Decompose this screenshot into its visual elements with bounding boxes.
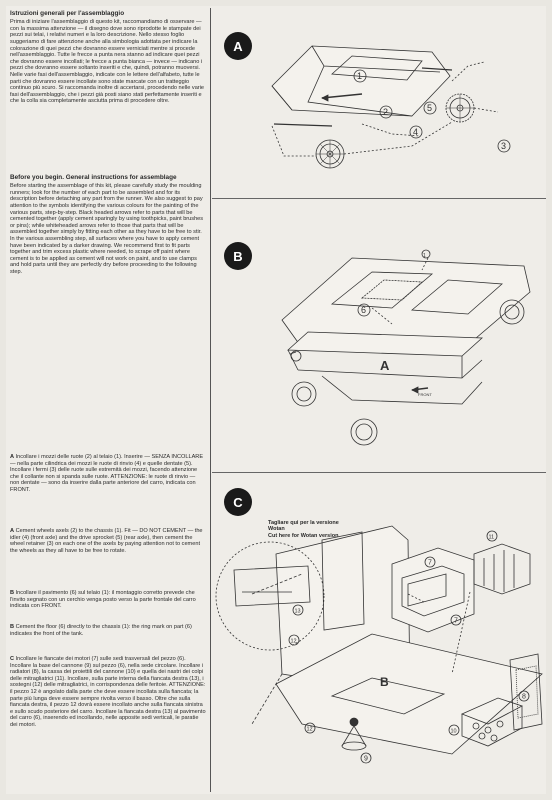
figure-column: A [212, 6, 546, 794]
step-a-en-body: Cement wheels axels (2) to the chassis (… [10, 528, 203, 554]
fig-a-label-3: 3 [501, 141, 506, 151]
english-general-section: Before you begin. General instructions f… [10, 174, 206, 278]
fig-b-label-6: 6 [361, 305, 366, 315]
instruction-page: Istruzioni generali per l'assemblaggio P… [6, 6, 546, 794]
figure-b-drawing: 1 6 A FRONT [281, 249, 531, 446]
fig-c-label-8: 8 [522, 694, 526, 701]
step-b-english: B Cement the floor (6) directly to the c… [10, 624, 206, 639]
step-b-en-letter: B [10, 624, 15, 630]
fig-b-label-1: 1 [423, 253, 426, 259]
fig-c-label-12a: 12 [307, 727, 313, 733]
figure-a-drawing: 1 2 3 4 5 [271, 45, 511, 169]
step-a-italian: A Incollare i mozzi delle ruote (2) al t… [10, 454, 206, 496]
fig-c-label-b: B [380, 675, 389, 689]
fig-a-label-2: 2 [383, 107, 388, 117]
step-c-italian: C Incollare le fiancate dei motori (7) s… [10, 656, 206, 731]
fig-b-label-a: A [380, 358, 390, 373]
step-b-it-body: Incollare il pavimento (6) sul telaio (1… [10, 590, 196, 610]
english-general-body: Before starting the assemblage of this k… [10, 183, 204, 275]
italian-general-title: Istruzioni generali per l'assemblaggio [10, 10, 125, 17]
fig-a-label-4: 4 [413, 127, 418, 137]
fig-c-label-12b: 12 [291, 639, 297, 645]
step-c-it-body: Incollare le fiancate dei motori (7) sul… [10, 656, 206, 728]
wotan-note-en: Cut here for Wotan version [268, 532, 339, 539]
step-a-it-body: Incollare i mozzi delle ruote (2) al tel… [10, 454, 204, 493]
italian-general-section: Istruzioni generali per l'assemblaggio P… [10, 10, 206, 107]
step-a-en-letter: A [10, 528, 15, 534]
step-a-english: A Cement wheels axels (2) to the chassis… [10, 528, 206, 556]
step-b-badge: B [224, 242, 252, 270]
wotan-cut-note: Tagliare qui per la versione Wotan Cut h… [268, 520, 348, 539]
fig-a-label-1: 1 [357, 71, 362, 81]
figure-b-divider [212, 472, 546, 473]
step-a-badge: A [224, 32, 252, 60]
figure-c-drawing: 7 7 8 9 10 11 12 12 13 B [215, 525, 543, 764]
text-column: Istruzioni generali per l'assemblaggio P… [10, 6, 206, 794]
fig-c-label-7b: 7 [454, 618, 458, 625]
step-b-italian: B Incollare il pavimento (6) sul telaio … [10, 590, 206, 612]
fig-c-label-7a: 7 [428, 560, 432, 567]
step-c-it-letter: C [10, 656, 15, 662]
column-divider [210, 8, 211, 792]
fig-c-label-10: 10 [451, 729, 457, 735]
step-a-it-letter: A [10, 454, 15, 460]
fig-c-label-9: 9 [364, 756, 368, 763]
step-c-badge: C [224, 488, 252, 516]
figure-a-divider [212, 198, 546, 199]
english-general-title: Before you begin. General instructions f… [10, 174, 177, 181]
fig-c-label-13: 13 [295, 609, 301, 615]
fig-a-label-5: 5 [427, 103, 432, 113]
wotan-note-it: Tagliare qui per la versione Wotan [268, 520, 339, 533]
fig-b-front-mark: FRONT [418, 392, 432, 397]
step-b-en-body: Cement the floor (6) directly to the cha… [10, 624, 192, 637]
step-b-it-letter: B [10, 590, 15, 596]
italian-general-body: Prima di iniziare l'assemblaggio di ques… [10, 19, 205, 105]
fig-c-label-11: 11 [489, 535, 495, 541]
